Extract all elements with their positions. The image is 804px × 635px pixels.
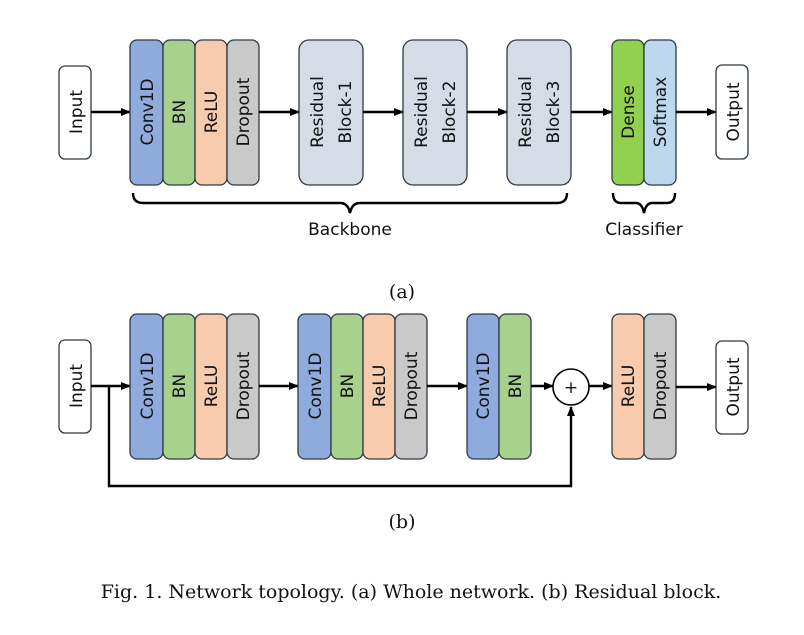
addition-node: + — [552, 368, 590, 406]
group3-bn-block: BN — [498, 313, 532, 460]
dropout-label: Dropout — [234, 77, 254, 146]
skip-connection — [107, 386, 575, 488]
panel-b: Input Conv1D BN ReLU Dropout Conv1D BN — [58, 313, 749, 533]
subfigure-label-a: (a) — [389, 281, 415, 303]
bn-label: BN — [170, 374, 190, 398]
output-label-b: Output — [724, 357, 744, 416]
residual-label: Residual — [308, 76, 328, 148]
figure-caption: Fig. 1. Network topology. (a) Whole netw… — [101, 581, 722, 603]
residual-block-2: Residual Block-2 — [402, 39, 468, 186]
group4-relu-block: ReLU — [611, 313, 645, 460]
softmax-label: Softmax — [651, 77, 671, 148]
stem-dropout-block: Dropout — [226, 39, 260, 186]
backbone-brace — [131, 192, 569, 214]
bn-label: BN — [506, 374, 526, 398]
relu-label: ReLU — [202, 365, 222, 408]
conv1d-label: Conv1D — [138, 352, 158, 419]
input-node-a: Input — [58, 65, 92, 160]
subfigure-label-b: (b) — [389, 511, 416, 533]
softmax-block: Softmax — [643, 39, 677, 186]
relu-label: ReLU — [370, 365, 390, 408]
group2-conv1d-block: Conv1D — [297, 313, 332, 460]
output-label-a: Output — [724, 82, 744, 141]
dropout-label: Dropout — [234, 351, 254, 420]
plus-icon: + — [564, 378, 578, 398]
relu-label: ReLU — [202, 91, 222, 134]
bn-label: BN — [170, 100, 190, 124]
bn-label: BN — [338, 374, 358, 398]
block-number-label: Block-1 — [336, 81, 356, 144]
conv1d-label: Conv1D — [306, 352, 326, 419]
group1-dropout-block: Dropout — [226, 313, 260, 460]
group4-dropout-block: Dropout — [643, 313, 677, 460]
dense-label: Dense — [619, 85, 639, 139]
dropout-label: Dropout — [651, 351, 671, 420]
input-node-b: Input — [58, 339, 92, 434]
conv1d-label: Conv1D — [474, 352, 494, 419]
input-label-b: Input — [67, 364, 87, 408]
residual-block-1: Residual Block-1 — [298, 39, 364, 186]
dropout-label: Dropout — [402, 351, 422, 420]
block-number-label: Block-2 — [440, 81, 460, 144]
residual-label: Residual — [412, 76, 432, 148]
group2-dropout-block: Dropout — [394, 313, 428, 460]
classifier-brace — [611, 192, 677, 214]
block-number-label: Block-3 — [544, 81, 564, 144]
output-node-b: Output — [715, 340, 749, 435]
group1-bn-block: BN — [162, 313, 196, 460]
group3-conv1d-block: Conv1D — [466, 313, 500, 460]
conv1d-label: Conv1D — [138, 78, 158, 145]
input-label-a: Input — [67, 90, 87, 134]
group2-relu-block: ReLU — [362, 313, 396, 460]
stem-conv1d-block: Conv1D — [129, 39, 164, 186]
backbone-label: Backbone — [308, 220, 392, 240]
group1-conv1d-block: Conv1D — [129, 313, 164, 460]
stem-relu-block: ReLU — [194, 39, 228, 186]
group1-relu-block: ReLU — [194, 313, 228, 460]
dense-block: Dense — [611, 39, 645, 186]
group2-bn-block: BN — [330, 313, 364, 460]
classifier-label: Classifier — [605, 220, 683, 240]
panel-a: Input Conv1D BN ReLU Dropout Residual Bl… — [58, 39, 749, 303]
residual-block-3: Residual Block-3 — [506, 39, 572, 186]
stem-bn-block: BN — [162, 39, 196, 186]
residual-label: Residual — [516, 76, 536, 148]
output-node-a: Output — [715, 64, 749, 160]
relu-label: ReLU — [619, 365, 639, 408]
